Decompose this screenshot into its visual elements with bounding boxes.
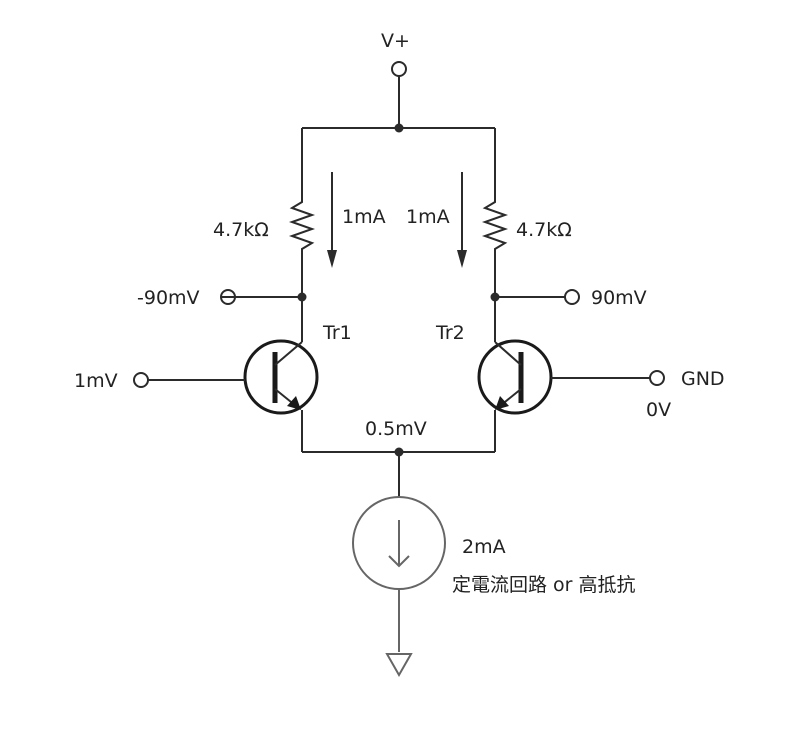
i2-label: 1mA: [406, 206, 450, 228]
right-current-arrow: [457, 172, 467, 268]
tr2-input-terminal: [649, 370, 665, 386]
in1-label: 1mV: [74, 370, 118, 392]
transistor-tr2: [477, 339, 553, 415]
tail-desc-label: 定電流回路 or 高抵抗: [452, 574, 636, 596]
tr1-label: Tr1: [322, 322, 352, 344]
c1-label: -90mV: [137, 287, 200, 309]
right-resistor: [481, 195, 509, 256]
emitter-voltage-label: 0.5mV: [365, 418, 427, 440]
top-junction: [394, 123, 404, 133]
r2-label: 4.7kΩ: [516, 219, 572, 241]
i1-label: 1mA: [342, 206, 386, 228]
tail-current-label: 2mA: [462, 536, 506, 558]
left-output-terminal: [220, 289, 236, 305]
current-source: [352, 496, 446, 590]
vplus-label: V+: [381, 30, 410, 52]
r1-label: 4.7kΩ: [213, 219, 269, 241]
in2-voltage-label: 0V: [646, 399, 671, 421]
right-output-terminal: [564, 289, 580, 305]
tr2-label: Tr2: [435, 322, 465, 344]
c2-label: 90mV: [591, 287, 647, 309]
in2-label: GND: [681, 368, 725, 390]
left-current-arrow: [327, 172, 337, 268]
transistor-tr1: [243, 339, 319, 415]
left-resistor: [288, 195, 316, 256]
ground-symbol: [385, 653, 413, 678]
tr1-input-terminal: [133, 372, 149, 388]
vplus-terminal: [391, 61, 407, 77]
